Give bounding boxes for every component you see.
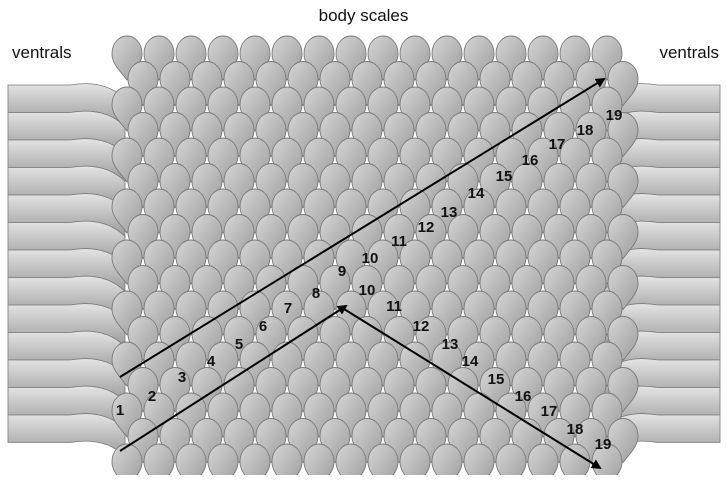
upper-count-arrow bbox=[119, 77, 606, 378]
lower-row-number: 16 bbox=[515, 388, 532, 405]
upper-row-number: 2 bbox=[148, 388, 156, 405]
body-scale bbox=[143, 443, 175, 480]
count-arrows bbox=[119, 77, 606, 470]
scale-row-numbers: 1234567891011121314151617181910111213141… bbox=[116, 107, 623, 453]
ventrals-label-right: ventrals bbox=[659, 43, 719, 62]
upper-row-number: 17 bbox=[549, 136, 566, 153]
diagram-title: body scales bbox=[318, 6, 409, 25]
upper-row-number: 11 bbox=[391, 233, 407, 250]
lower-row-number: 15 bbox=[488, 371, 505, 388]
lower-row-number: 14 bbox=[462, 353, 479, 370]
lower-row-number: 11 bbox=[386, 298, 402, 315]
body-scale bbox=[335, 443, 367, 480]
upper-row-number: 16 bbox=[522, 152, 539, 169]
body-scale bbox=[399, 443, 431, 480]
lower-row-number: 18 bbox=[567, 421, 584, 438]
ventrals-label-left: ventrals bbox=[12, 43, 72, 62]
upper-row-number: 3 bbox=[178, 369, 186, 386]
upper-row-number: 5 bbox=[235, 336, 243, 353]
upper-row-number: 8 bbox=[312, 285, 320, 302]
body-scale bbox=[591, 443, 623, 480]
upper-row-number: 13 bbox=[441, 204, 458, 221]
upper-row-number: 4 bbox=[207, 353, 216, 370]
body-scale bbox=[271, 443, 303, 480]
body-scale bbox=[463, 443, 495, 480]
body-scale bbox=[303, 443, 335, 480]
body-scale bbox=[495, 443, 527, 480]
body-scale bbox=[559, 443, 591, 480]
body-scale bbox=[207, 443, 239, 480]
descending-count-arrow bbox=[343, 308, 602, 470]
body-scale bbox=[367, 443, 399, 480]
ventral-plate-left bbox=[7, 413, 126, 458]
lower-row-number: 10 bbox=[359, 282, 376, 299]
lower-row-number: 13 bbox=[442, 336, 459, 353]
body-scale bbox=[527, 443, 559, 480]
lower-count-arrow bbox=[119, 304, 348, 452]
body-scale bbox=[111, 443, 143, 480]
upper-row-number: 18 bbox=[577, 122, 594, 139]
body-scales-group bbox=[111, 35, 639, 480]
upper-row-number: 14 bbox=[468, 185, 485, 202]
upper-row-number: 19 bbox=[606, 107, 623, 124]
upper-row-number: 1 bbox=[116, 402, 124, 419]
upper-row-number: 12 bbox=[418, 219, 435, 236]
body-scale bbox=[431, 443, 463, 480]
upper-row-number: 10 bbox=[362, 250, 379, 267]
body-scale bbox=[175, 443, 207, 480]
lower-row-number: 12 bbox=[413, 318, 430, 335]
body-scale bbox=[239, 443, 271, 480]
upper-row-number: 6 bbox=[259, 318, 267, 335]
lower-row-number: 19 bbox=[595, 436, 612, 453]
upper-row-number: 7 bbox=[284, 300, 292, 317]
upper-row-number: 15 bbox=[496, 168, 513, 185]
lower-row-number: 17 bbox=[541, 403, 558, 420]
upper-row-number: 9 bbox=[338, 263, 346, 280]
ventral-plates-left bbox=[7, 83, 126, 458]
